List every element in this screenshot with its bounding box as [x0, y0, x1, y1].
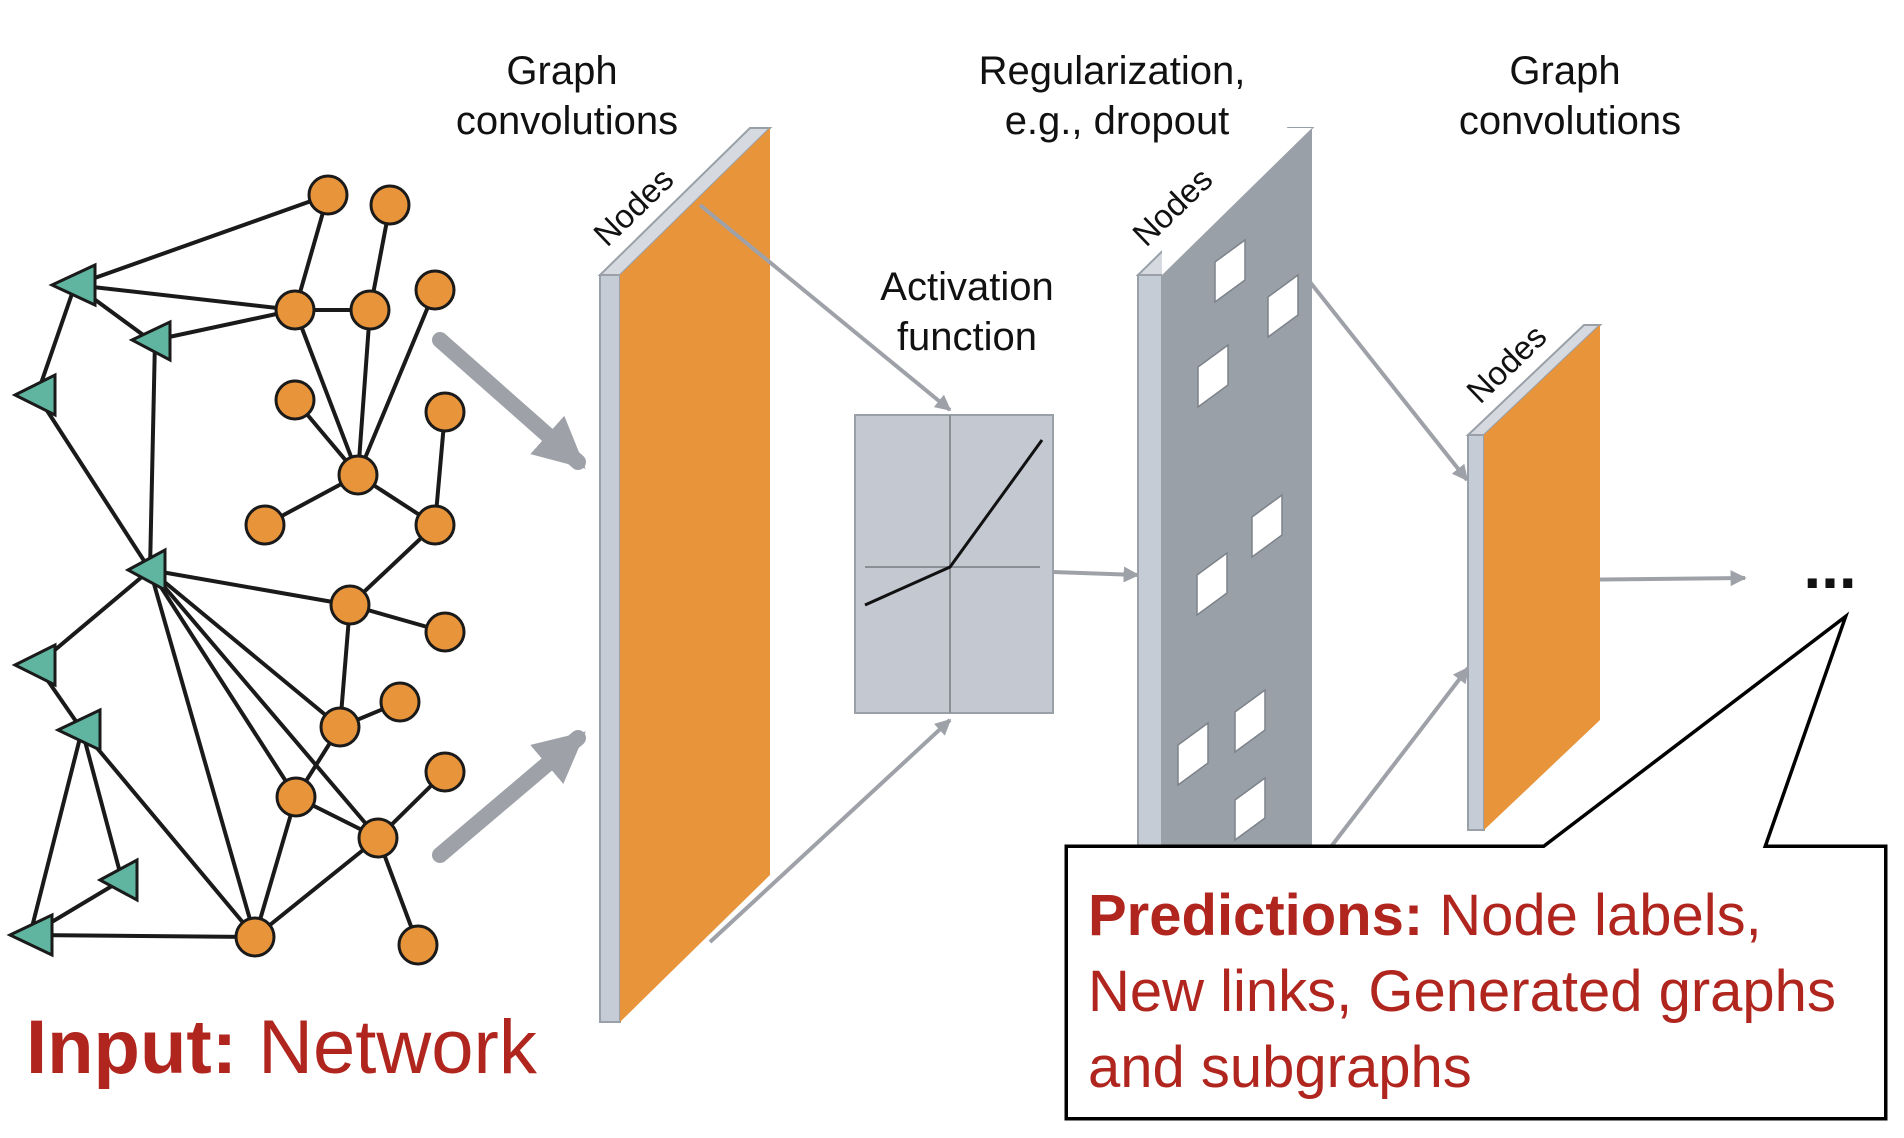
predictions-body: Node labels, New links, Generated graphs…: [1088, 883, 1836, 1100]
ellipsis: ...: [1803, 530, 1856, 602]
activation-function-box: [854, 414, 1054, 714]
svg-text:convolutions: convolutions: [456, 99, 678, 143]
orange-circle-nodes: [234, 174, 466, 966]
predictions-callout: [1064, 611, 1888, 1121]
svg-text:Activation: Activation: [880, 265, 1053, 309]
svg-text:Graph: Graph: [1509, 49, 1620, 93]
input-caption-bold: Input:: [26, 1005, 238, 1090]
svg-text:e.g., dropout: e.g., dropout: [1005, 99, 1230, 143]
predictions-bold: Predictions:: [1088, 883, 1424, 948]
input-arrows: [432, 332, 586, 863]
relu-curve: [864, 439, 1044, 607]
graph-conv-panel-1: [597, 127, 773, 1023]
input-network-graph: [6, 174, 466, 966]
input-caption-text: Network: [237, 1005, 537, 1090]
predictions-text: Predictions: Node labels, New links, Gen…: [1070, 850, 1882, 1115]
activation-function-label: Activation function: [880, 265, 1053, 359]
input-arrow-lower: [432, 730, 586, 863]
graph-conv-label-2: Graph convolutions: [1459, 49, 1681, 143]
svg-text:function: function: [897, 315, 1037, 359]
svg-text:convolutions: convolutions: [1459, 99, 1681, 143]
teal-triangle-nodes: [6, 262, 172, 958]
input-caption: Input: Network: [26, 1010, 537, 1086]
svg-text:Regularization,: Regularization,: [979, 49, 1246, 93]
graph-conv-label-1: Graph convolutions: [456, 49, 678, 143]
input-arrow-upper: [432, 332, 586, 470]
regularization-label: Regularization, e.g., dropout: [979, 49, 1246, 143]
graph-conv-panel-2: [1465, 324, 1603, 831]
svg-text:Graph: Graph: [506, 49, 617, 93]
dropout-holes: [1177, 238, 1299, 842]
